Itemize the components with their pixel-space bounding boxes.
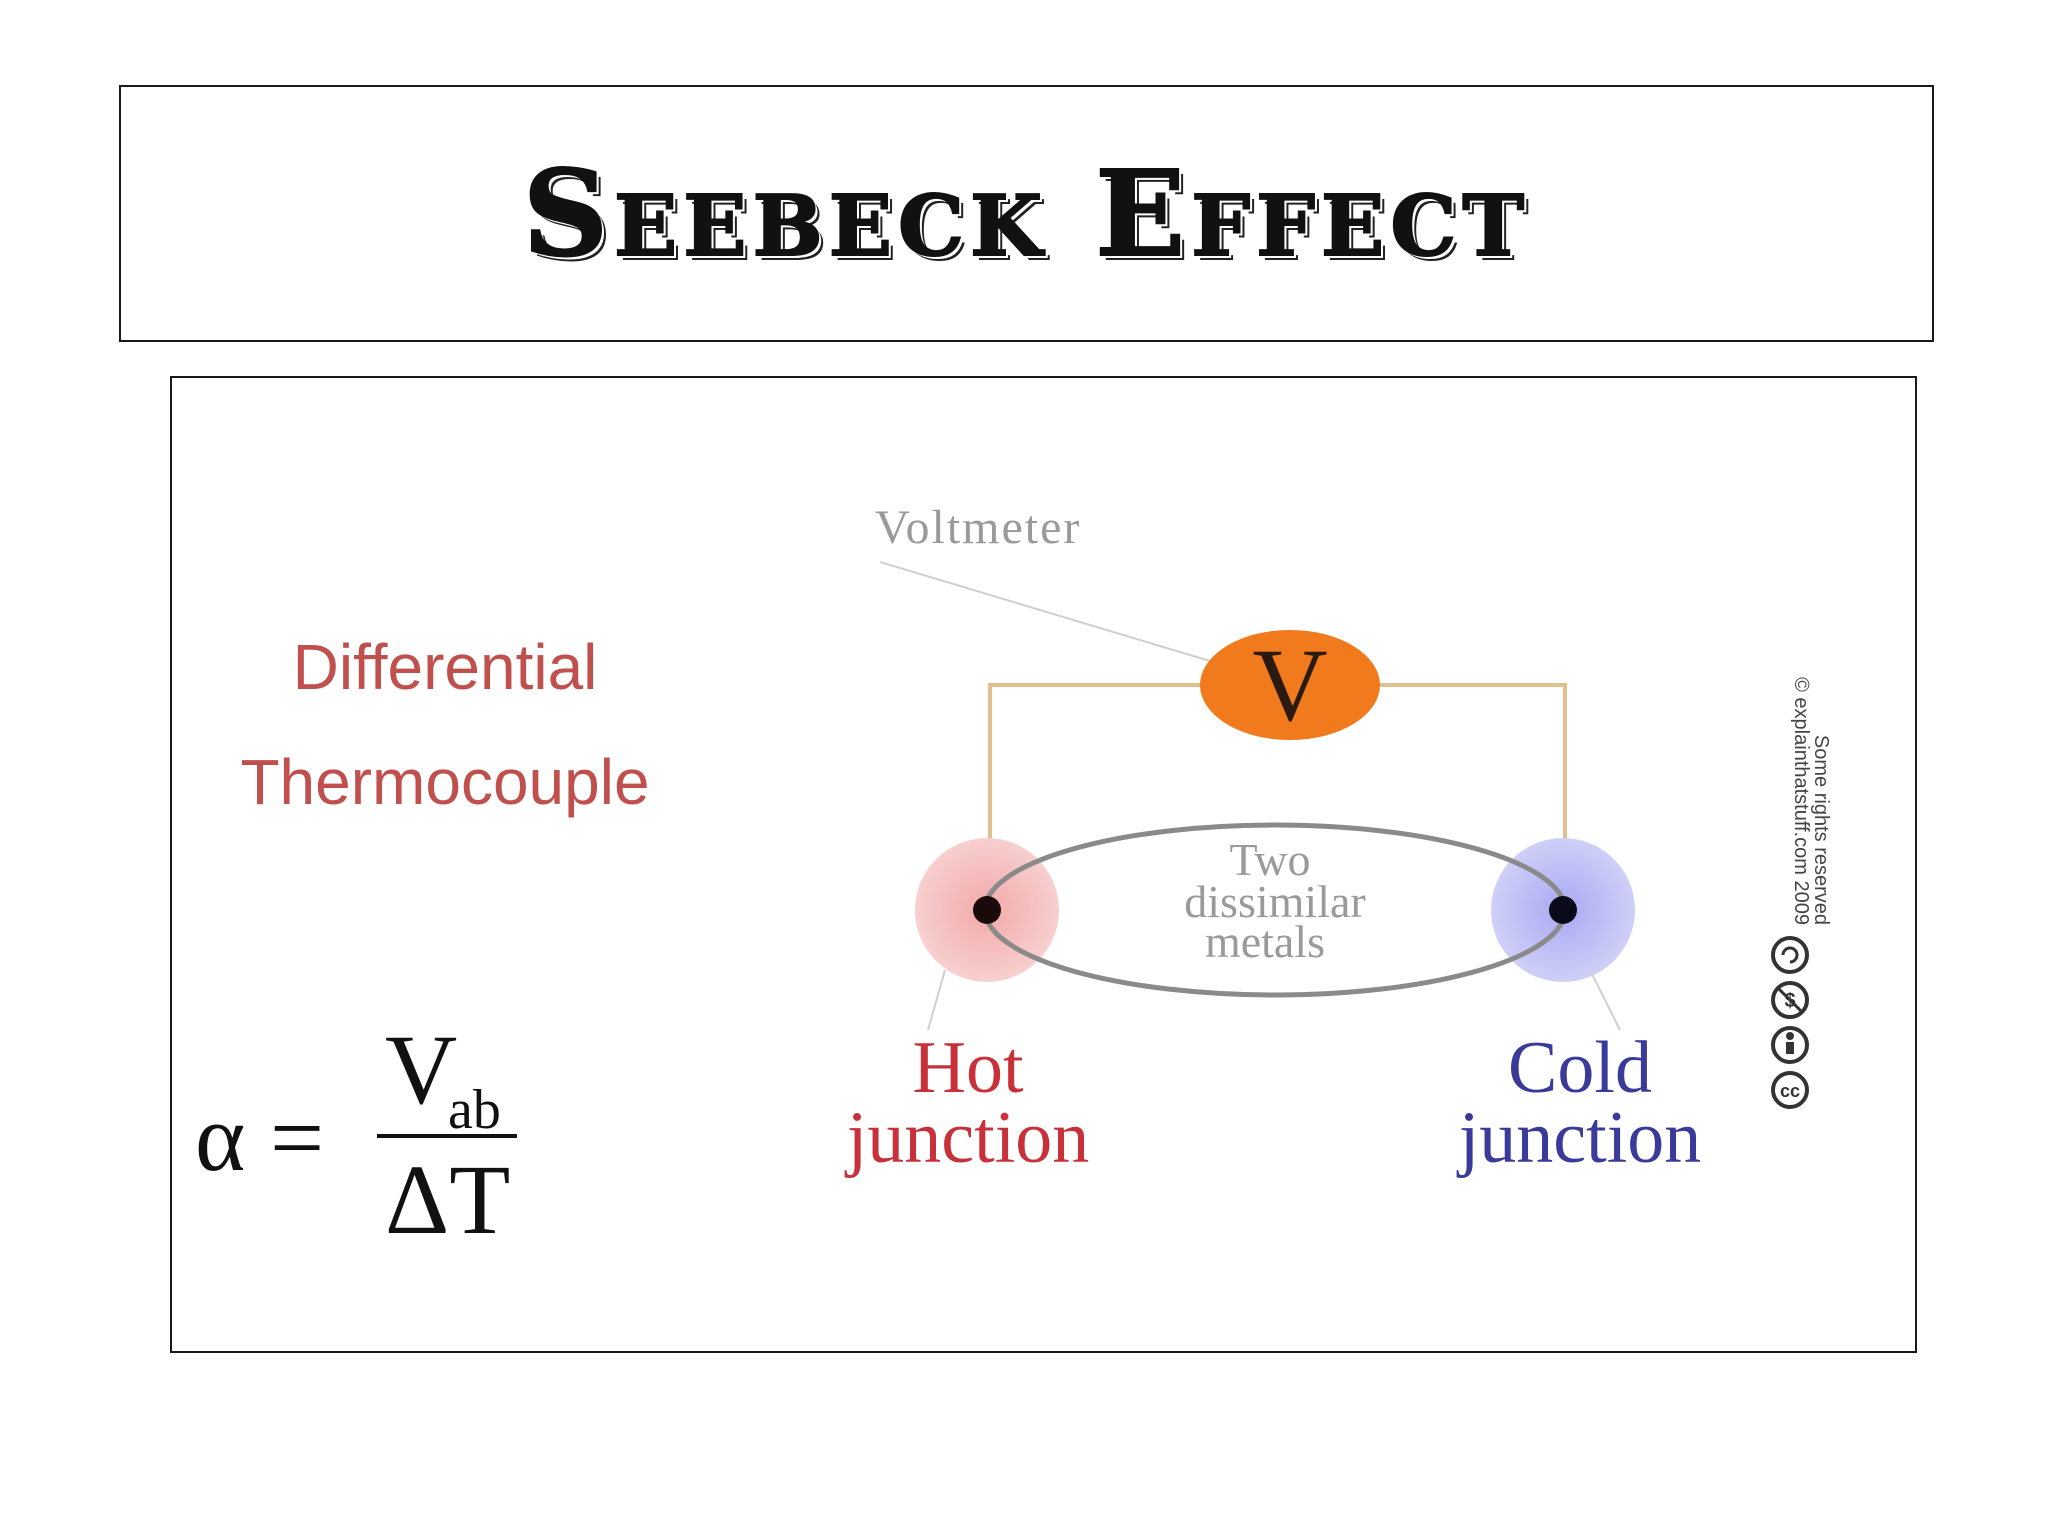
- voltmeter-circle: [1200, 630, 1380, 740]
- formula-denominator: ΔT: [385, 1144, 511, 1255]
- voltmeter-symbol: V: [1252, 628, 1327, 743]
- hot-junction-dot: [973, 896, 1001, 924]
- formula-fraction-bar: [377, 1134, 517, 1138]
- cold-label-line1: Cold: [1508, 1027, 1652, 1109]
- svg-text:cc: cc: [1780, 1081, 1800, 1101]
- title-box: Seebeck Effect: [119, 85, 1934, 342]
- credit-line1: © explainthatstuff.com 2009: [1790, 677, 1812, 925]
- content-box: [170, 376, 1917, 1353]
- metals-text-line1: Two: [1229, 834, 1310, 885]
- label-thermocouple: Thermocouple: [240, 746, 650, 818]
- metals-text-line3: metals: [1205, 916, 1325, 967]
- formula-numerator-subscript: ab: [448, 1079, 501, 1141]
- seebeck-formula: α = V ab ΔT: [195, 1020, 555, 1280]
- thermocouple-diagram: Voltmeter V Two dissimilar metals Hot ju…: [700, 470, 1870, 1220]
- right-wire: [1370, 683, 1567, 910]
- nc-icon: $: [1771, 981, 1809, 1019]
- thermocouple-diagram-svg: Voltmeter V Two dissimilar metals Hot ju…: [844, 501, 1832, 1179]
- sa-icon: [1771, 936, 1809, 974]
- voltmeter-pointer-line: [879, 561, 1241, 671]
- formula-numerator: V: [385, 1014, 458, 1125]
- cc-icon: cc: [1771, 1071, 1809, 1109]
- formula-equals: =: [270, 1084, 325, 1191]
- license-icons: cc $: [1771, 936, 1809, 1109]
- cold-label-line2: junction: [1456, 1097, 1702, 1179]
- voltmeter-label: Voltmeter: [875, 501, 1081, 554]
- by-icon: [1771, 1026, 1809, 1064]
- metals-text-line2: dissimilar: [1184, 876, 1365, 927]
- credit-line2: Some rights reserved: [1810, 735, 1832, 925]
- hot-label-line2: junction: [844, 1097, 1090, 1179]
- cold-pointer-line: [1589, 969, 1621, 1031]
- label-differential: Differential: [292, 631, 598, 703]
- cold-junction-dot: [1549, 896, 1577, 924]
- left-wire: [988, 683, 1210, 910]
- hot-label-line1: Hot: [913, 1027, 1024, 1109]
- hot-pointer-line: [927, 969, 946, 1031]
- slide-title: Seebeck Effect: [522, 143, 1531, 283]
- formula-alpha: α: [195, 1084, 246, 1191]
